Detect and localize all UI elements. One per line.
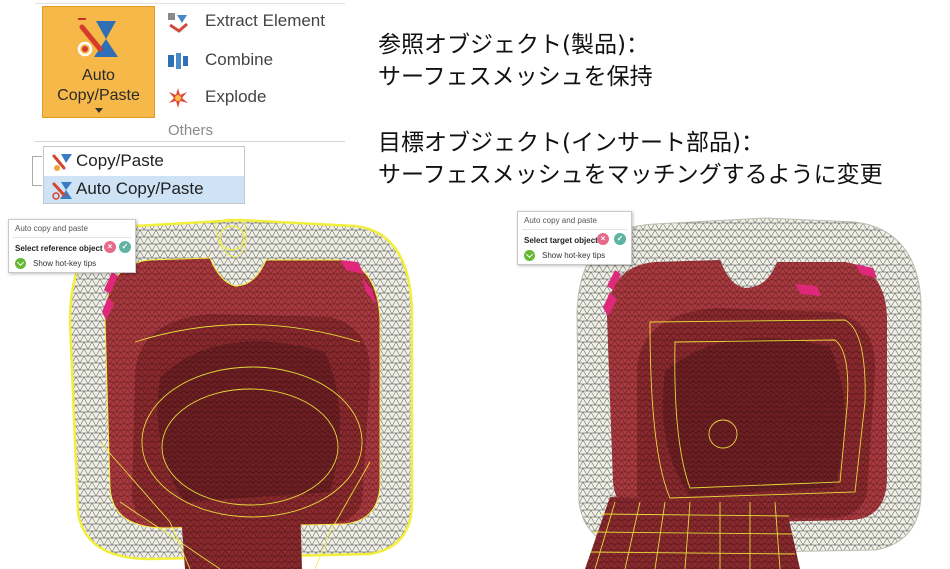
combo-edge	[32, 156, 42, 186]
confirm-icon[interactable]: ✓	[614, 233, 626, 245]
explode-label: Explode	[205, 87, 267, 106]
target-mesh-view[interactable]	[555, 202, 950, 569]
stem-mesh	[180, 502, 302, 569]
combine-icon	[168, 53, 188, 69]
check-icon[interactable]	[524, 250, 535, 261]
auto-copy-paste-label-line2: Copy/Paste	[57, 87, 140, 104]
auto-copy-paste-dialog-target: Auto copy and paste Select target object…	[517, 211, 632, 265]
copy-paste-dropdown: Copy/Paste Auto Copy/Paste	[43, 146, 245, 204]
hot-key-tips-toggle[interactable]: Show hot-key tips	[33, 259, 97, 268]
dialog-title: Auto copy and paste	[524, 216, 597, 225]
auto-copy-paste-label-line1: Auto	[82, 67, 115, 84]
check-icon[interactable]	[15, 258, 26, 269]
hot-key-tips-toggle[interactable]: Show hot-key tips	[542, 251, 606, 260]
dialog-divider	[13, 237, 131, 238]
auto-copy-paste-dialog-reference: Auto copy and paste Select reference obj…	[8, 219, 136, 273]
auto-copy-paste-icon	[77, 18, 118, 57]
cancel-icon[interactable]: ×	[597, 233, 609, 245]
dialog-prompt: Select target object :	[524, 236, 603, 245]
chevron-down-icon	[95, 108, 103, 113]
ribbon-group-label: Others	[168, 122, 214, 139]
ribbon-divider	[35, 3, 345, 4]
combine-button[interactable]: Combine	[165, 48, 345, 76]
reference-note-line1: 参照オブジェクト(製品)：	[378, 32, 649, 58]
dialog-title: Auto copy and paste	[15, 224, 88, 233]
reference-note-line2: サーフェスメッシュを保持	[378, 64, 653, 90]
confirm-icon[interactable]: ✓	[119, 241, 131, 253]
extract-element-label: Extract Element	[205, 11, 325, 30]
reference-mesh-view[interactable]	[40, 202, 440, 569]
extract-element-icon	[168, 13, 188, 33]
target-note-line2: サーフェスメッシュをマッチングするように変更	[378, 162, 883, 188]
menu-item-label: Auto Copy/Paste	[76, 179, 204, 198]
menu-item-auto-copy-paste[interactable]: Auto Copy/Paste	[44, 176, 244, 203]
ribbon-divider	[35, 141, 345, 142]
cancel-icon[interactable]: ×	[104, 241, 116, 253]
ribbon-others-group: Auto Copy/Paste Extract Element Combine …	[35, 0, 345, 142]
explode-button[interactable]: Explode	[165, 85, 345, 113]
dome-shadow	[157, 341, 340, 502]
copy-paste-icon	[52, 154, 72, 171]
extract-element-button[interactable]: Extract Element	[165, 9, 345, 37]
explode-icon	[169, 88, 188, 108]
dome-shadow	[662, 337, 845, 496]
combine-label: Combine	[205, 50, 274, 69]
dialog-divider	[522, 229, 627, 230]
menu-item-copy-paste[interactable]: Copy/Paste	[44, 148, 244, 175]
menu-item-label: Copy/Paste	[76, 151, 164, 170]
dialog-prompt: Select reference object :	[15, 244, 108, 253]
auto-copy-paste-button[interactable]: Auto Copy/Paste	[42, 6, 155, 118]
target-note-line1: 目標オブジェクト(インサート部品)：	[378, 130, 764, 156]
auto-copy-paste-icon	[52, 182, 72, 200]
